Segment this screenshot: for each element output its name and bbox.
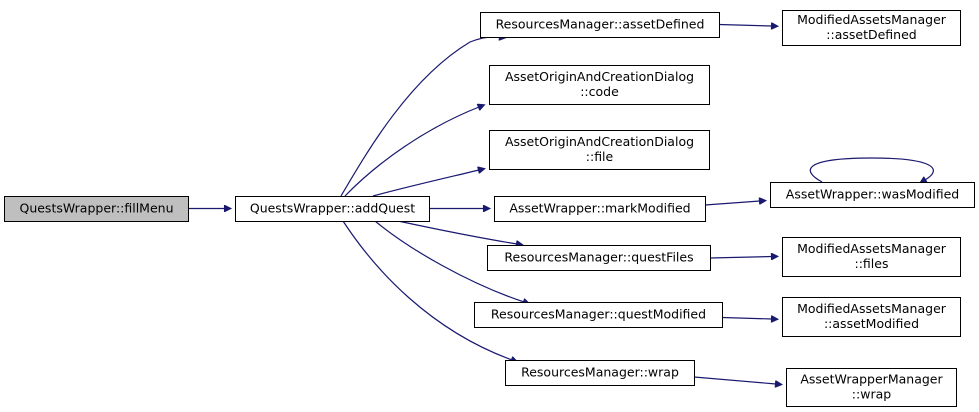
node-label: ResourcesManager::questFiles bbox=[504, 250, 693, 265]
node-label: ::assetModified bbox=[824, 316, 919, 331]
node-box bbox=[489, 130, 710, 170]
edge-rmAssetDefined-to-mamAssetDefined bbox=[718, 25, 772, 27]
node-label: ModifiedAssetsManager bbox=[797, 301, 947, 316]
edge-addQuest-to-aocFile bbox=[372, 170, 479, 197]
edge-markModified-to-wasModified bbox=[704, 201, 760, 206]
edge-addQuest-to-rmWrap bbox=[342, 220, 512, 360]
node-label: QuestsWrapper::addQuest bbox=[250, 201, 415, 216]
edge-questFiles-to-mamFiles bbox=[709, 257, 772, 259]
node-box bbox=[782, 237, 961, 277]
node-aocCode[interactable]: AssetOriginAndCreationDialog::code bbox=[489, 65, 710, 105]
node-box bbox=[770, 182, 975, 208]
node-box bbox=[782, 297, 961, 337]
node-label: AssetWrapper::markModified bbox=[509, 201, 690, 216]
edge-addQuest-to-questFiles bbox=[397, 220, 517, 244]
node-awmWrap[interactable]: AssetWrapperManager::wrap bbox=[786, 368, 957, 407]
node-mamAssetModified[interactable]: ModifiedAssetsManager::assetModified bbox=[782, 297, 961, 337]
node-label: ModifiedAssetsManager bbox=[797, 241, 947, 256]
node-wasModified[interactable]: AssetWrapper::wasModified bbox=[770, 182, 975, 208]
node-rmWrap[interactable]: ResourcesManager::wrap bbox=[505, 360, 695, 386]
node-box bbox=[235, 196, 430, 222]
node-label: ::assetDefined bbox=[826, 27, 916, 42]
node-box bbox=[786, 368, 957, 407]
node-rmAssetDefined[interactable]: ResourcesManager::assetDefined bbox=[480, 12, 720, 38]
node-markModified[interactable]: AssetWrapper::markModified bbox=[494, 196, 706, 222]
node-box bbox=[782, 10, 961, 46]
edge-questModified-to-mamAssetModified bbox=[721, 318, 772, 320]
node-questFiles[interactable]: ResourcesManager::questFiles bbox=[487, 245, 711, 271]
node-box bbox=[4, 196, 189, 222]
node-mamAssetDefined[interactable]: ModifiedAssetsManager::assetDefined bbox=[782, 10, 961, 46]
node-label: ResourcesManager::assetDefined bbox=[496, 17, 705, 32]
node-label: ::code bbox=[580, 84, 619, 99]
node-box bbox=[480, 12, 720, 38]
edge-addQuest-to-aocCode bbox=[344, 107, 479, 197]
node-label: ModifiedAssetsManager bbox=[797, 12, 947, 27]
edge-wasModified-to-wasModified bbox=[809, 157, 934, 182]
node-label: ::file bbox=[586, 149, 614, 164]
node-label: ResourcesManager::wrap bbox=[521, 365, 679, 380]
node-label: ::files bbox=[855, 256, 889, 271]
edge-addQuest-to-rmAssetDefined bbox=[340, 37, 500, 197]
node-mamFiles[interactable]: ModifiedAssetsManager::files bbox=[782, 237, 961, 277]
node-label: AssetWrapper::wasModified bbox=[786, 187, 959, 202]
node-label: ResourcesManager::questModified bbox=[491, 307, 706, 322]
node-label: ::wrap bbox=[852, 387, 891, 402]
node-box bbox=[494, 196, 706, 222]
node-box bbox=[474, 302, 723, 328]
edge-rmWrap-to-awmWrap bbox=[693, 376, 776, 384]
node-label: QuestsWrapper::fillMenu bbox=[19, 201, 173, 216]
node-box bbox=[505, 360, 695, 386]
node-label: AssetOriginAndCreationDialog bbox=[505, 69, 694, 84]
node-label: AssetOriginAndCreationDialog bbox=[505, 134, 694, 149]
node-box bbox=[489, 65, 710, 105]
node-addQuest[interactable]: QuestsWrapper::addQuest bbox=[235, 196, 430, 222]
node-fillMenu[interactable]: QuestsWrapper::fillMenu bbox=[4, 196, 189, 222]
edge-addQuest-to-questModified bbox=[374, 220, 524, 302]
node-questModified[interactable]: ResourcesManager::questModified bbox=[474, 302, 723, 328]
node-label: AssetWrapperManager bbox=[800, 372, 943, 387]
node-box bbox=[487, 245, 711, 271]
node-aocFile[interactable]: AssetOriginAndCreationDialog::file bbox=[489, 130, 710, 170]
